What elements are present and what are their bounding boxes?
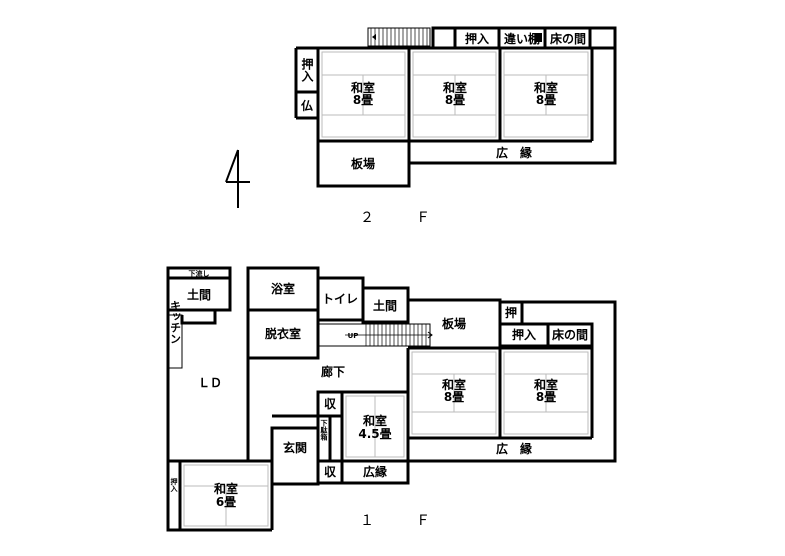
f2-washitsu3-size: 8畳 xyxy=(536,93,556,107)
f1-washitsu-d-label: 和室 xyxy=(213,481,238,496)
f1-washitsu-c-size: 4.5畳 xyxy=(358,427,391,441)
f2-chigaidana-label: 違い棚 xyxy=(504,31,540,46)
f1-shitanagashi-label: 下流し xyxy=(189,269,210,278)
f2-oshiire-a-label: 押入 xyxy=(465,31,489,46)
f1-oshiire-label: 押入 xyxy=(512,327,536,342)
floor2-tatami xyxy=(321,51,589,138)
f1-washitsu-b-size: 8畳 xyxy=(536,390,556,404)
f1-kakebako-label: 押入 xyxy=(170,477,179,493)
f2-hiroen-label: 広 縁 xyxy=(496,145,532,160)
floor1-tatami xyxy=(183,351,589,527)
f1-hiroen-small-label: 広縁 xyxy=(363,464,387,479)
f2-itaba-label: 板場 xyxy=(351,156,375,171)
f2-washitsu2-size: 8畳 xyxy=(445,93,465,107)
f1-genkan-label: 玄関 xyxy=(283,440,307,455)
f1-oshi-label: 押 xyxy=(505,305,517,320)
f2-washitsu3-label: 和室 xyxy=(533,80,558,95)
floor2-caption: ２ Ｆ xyxy=(360,210,444,226)
f1-up-label: UP xyxy=(348,332,359,340)
floor1-plan: 下流し 土間 キッチン ＬＤ 浴室 脱衣室 トイレ 土間 板場 押 押入 床の間… xyxy=(166,266,617,532)
f1-washitsu-c-label: 和室 xyxy=(362,413,387,428)
f1-rouka-label: 廊下 xyxy=(321,364,345,379)
f2-butsudan-label: 仏 xyxy=(301,99,313,113)
floor2-stairs xyxy=(367,27,431,47)
f1-washitsu-d-size: 6畳 xyxy=(216,495,236,509)
f1-kitchen-label: キッチン xyxy=(169,300,182,344)
f1-washitsu-b-label: 和室 xyxy=(533,377,558,392)
f1-washitsu-a-size: 8畳 xyxy=(444,390,464,404)
floor1-stairs xyxy=(317,323,433,347)
f1-yokushitsu-label: 浴室 xyxy=(271,281,295,296)
f2-washitsu1-size: 8畳 xyxy=(353,93,373,107)
f1-itaba-label: 板場 xyxy=(442,316,466,331)
f1-tokonoma-label: 床の間 xyxy=(552,327,588,342)
f2-washitsu2-label: 和室 xyxy=(442,80,467,95)
f1-shu1-label: 収 xyxy=(324,397,337,411)
f1-getabako-label: 下駄箱 xyxy=(320,420,329,442)
f1-hiroen-label: 広 縁 xyxy=(496,441,532,456)
f2-oshiire-left-label: 押入 xyxy=(300,57,314,83)
f1-shu2-label: 収 xyxy=(324,465,337,479)
f1-ld-label: ＬＤ xyxy=(198,376,222,390)
f1-washitsu-a-label: 和室 xyxy=(441,377,466,392)
f1-toilet-label: トイレ xyxy=(322,292,358,306)
f1-doma2-label: 土間 xyxy=(373,298,397,313)
floor2-plan: 押入 違い棚 床の間 押入 仏 和室 8畳 和室 8畳 和室 8畳 板場 広 縁 xyxy=(294,26,617,188)
floor1-caption: １ Ｆ xyxy=(360,513,444,529)
f1-datsuishitsu-label: 脱衣室 xyxy=(265,326,301,341)
f2-washitsu1-label: 和室 xyxy=(350,80,375,95)
f1-doma1-label: 土間 xyxy=(187,287,211,302)
north-arrow-icon xyxy=(225,149,250,208)
f2-tokonoma-label: 床の間 xyxy=(550,31,586,46)
